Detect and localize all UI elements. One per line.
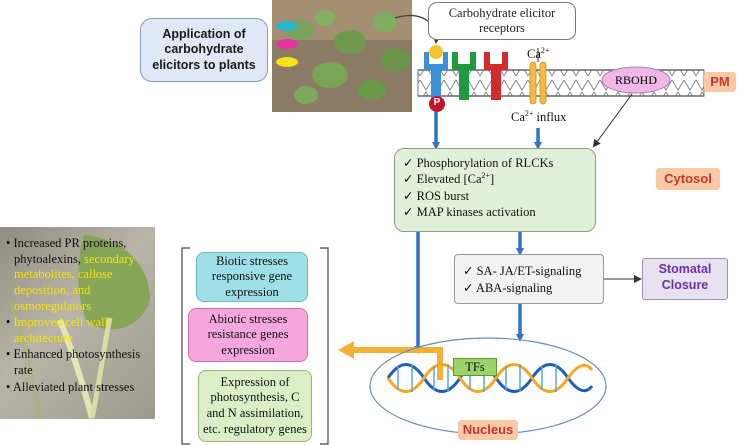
cytosol-event: ✓ Elevated [Ca2+] [403,171,495,187]
pm-label: PM [704,72,736,92]
cytosol-event: ✓ Phosphorylation of RLCKs [403,156,554,170]
bullet: • [6,379,13,394]
abiotic-response-box: Abiotic stresses resistance genes expres… [188,308,308,362]
magenta-elicitor-dot [276,39,298,49]
signaling-box: ✓ SA- JA/ET-signaling ✓ ABA-signaling [454,254,604,304]
cytosol-label: Cytosol [656,168,720,190]
cytosol-event: ✓ ROS burst [403,188,470,203]
outcome-item: • Alleviated plant stresses [4,380,154,396]
orange-arrow [352,347,443,380]
calcium-channel [529,48,547,105]
p-label: P [433,97,441,108]
ca-influx-label: Ca2+ influx [511,109,567,125]
application-label: Application of carbohydrate elicitors to… [152,26,256,72]
stomatal-label: Stomatal Closure [658,262,712,292]
cyan-elicitor-dot [276,21,298,31]
leaf-image [8,235,150,419]
yellow-elicitor-dot [276,57,298,67]
photosynthesis-response-box: Expression of photosynthesis, C and N as… [198,370,312,442]
outcome-text: secondary metabolites, callose depositio… [14,251,135,313]
receptor-blue [424,45,448,100]
arrow-rbohd-to-cytosol [592,93,633,148]
outcome-text: Enhanced photosynthesis rate [13,347,141,377]
stomatal-closure-box: Stomatal Closure [642,258,728,300]
outcome-item: • Improved cell wall architecture [4,315,154,346]
phosphate-circle [429,96,445,112]
outcome-item: • Enhanced photosynthesis rate [4,347,154,378]
cytosol-events-box: ✓ Phosphorylation of RLCKs ✓ Elevated [C… [394,148,596,232]
outcome-text: Improved cell wall architecture [13,315,108,345]
left-bracket [181,247,190,445]
receptor-red [484,52,508,100]
outcome-item: • Increased PR proteins, phytoalexins, s… [4,236,154,314]
receptor-green [452,52,476,100]
tfs-label: TFs [453,358,497,376]
receptors-box: Carbohydrate elicitor receptors [428,2,576,40]
dna-helix [386,363,594,393]
right-bracket [320,247,329,445]
bullet: • [6,315,14,330]
outcome-text: Increased PR proteins, phytoalexins, [13,236,127,266]
outcome-text: Alleviated plant stresses [12,379,135,394]
bullet: • [6,347,14,362]
signaling-item: ✓ ABA-signaling [463,280,553,295]
signaling-item: ✓ SA- JA/ET-signaling [463,264,582,278]
outcomes-list-wrap: • Increased PR proteins, phytoalexins, s… [4,236,154,396]
cytosol-event: ✓ MAP kinases activation [403,204,536,219]
bullet: • [6,236,14,250]
outcomes-list: • Increased PR proteins, phytoalexins, s… [4,236,154,395]
rbohd-label: RBOHD [614,73,657,87]
receptors-label: Carbohydrate elicitor receptors [448,6,556,35]
application-box: Application of carbohydrate elicitors to… [140,18,268,82]
biotic-response-box: Biotic stresses responsive gene expressi… [196,252,308,302]
plant-photo [272,0,412,112]
nucleus-label: Nucleus [458,420,518,440]
rbohd-enzyme [601,66,671,94]
ca-top-label: Ca2+ [527,46,550,62]
